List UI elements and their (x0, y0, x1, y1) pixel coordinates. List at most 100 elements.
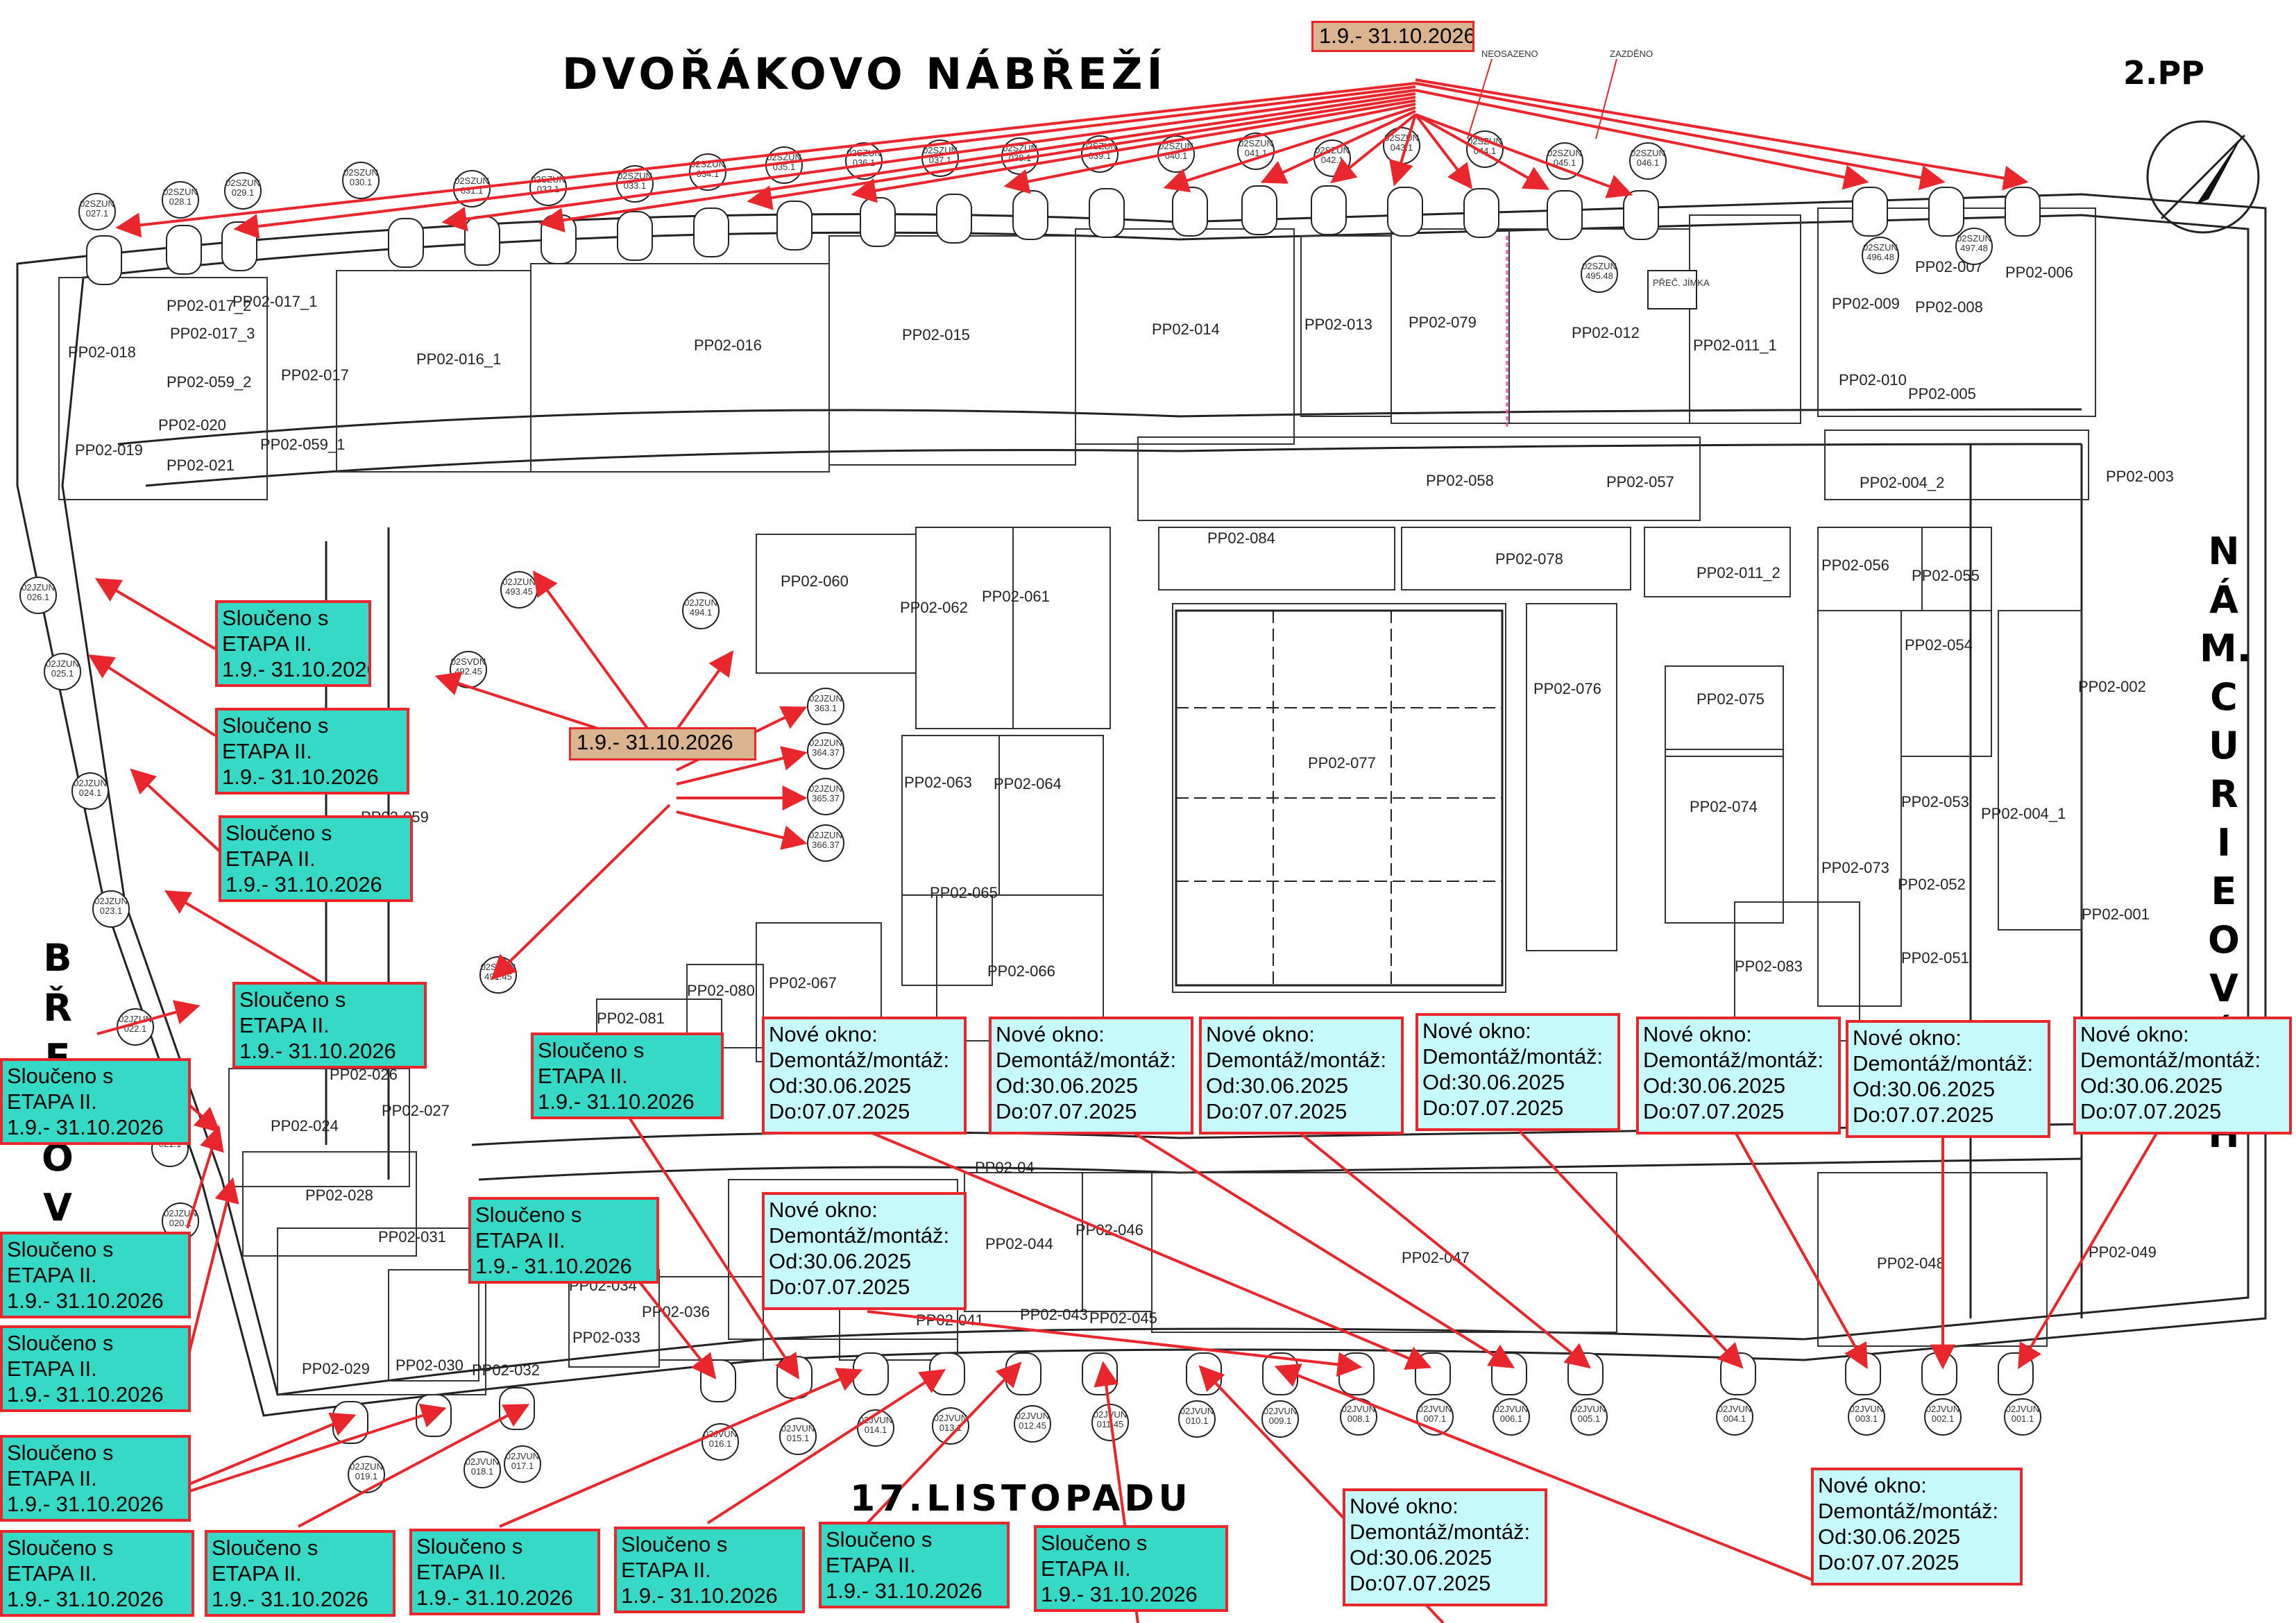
window-tag-text: 02JVUN (704, 1429, 737, 1439)
window-tag-text: 025.1 (51, 668, 74, 679)
merged-note-line: 1.9.- 31.10.2026 (538, 1089, 695, 1114)
merged-note: Sloučeno s ETAPA II. 1.9.- 31.10.2026 (232, 982, 427, 1069)
window-note-line: Demontáž/montáž: (1422, 1044, 1604, 1069)
window-tag-circle (162, 181, 199, 219)
window-note-line: Od:30.06.2025 (996, 1073, 1139, 1098)
window-tag-text: 02SZUN (1582, 261, 1617, 271)
room-label: PP02-075 (1697, 690, 1764, 708)
merged-note-line: Sloučeno s (7, 1064, 114, 1088)
merged-note-line: Sloučeno s (226, 821, 332, 845)
merged-note-line: 1.9.- 31.10.2026 (222, 765, 379, 789)
window-tag-text: 02JZUN (164, 1208, 197, 1218)
street-letter: C (2210, 675, 2238, 719)
room-label: PP02-021 (167, 457, 235, 474)
room-label: PP02-04 (975, 1159, 1035, 1176)
window-note-line: Od:30.06.2025 (1818, 1524, 1961, 1549)
street-letter: O (2208, 918, 2240, 962)
merged-note-line: 1.9.- 31.10.2026 (7, 1289, 164, 1313)
room-label: PP02-061 (982, 588, 1050, 605)
merged-note-line: ETAPA II. (212, 1561, 302, 1586)
window-tag-circle (807, 824, 844, 862)
room-label: PP02-063 (904, 774, 972, 791)
room-label: PP02-048 (1877, 1255, 1945, 1272)
merged-note-line: Sloučeno s (222, 713, 329, 738)
window-tag-text: 02JVUN (1418, 1404, 1452, 1414)
room-label: PP02-055 (1912, 567, 1980, 584)
window-note-line: Nové okno: (1853, 1026, 1962, 1050)
window-tag-text: 02JVUN (1495, 1404, 1528, 1414)
window-note-line: Nové okno: (1818, 1473, 1927, 1497)
window-tag-text: 02JVUN (466, 1456, 499, 1467)
merged-note-line: 1.9.- 31.10.2026 (621, 1583, 778, 1608)
window-tag-circle (464, 1451, 501, 1488)
room-label: PP02-032 (472, 1361, 540, 1379)
room-label: PP02-045 (1089, 1309, 1157, 1327)
window-note: Nové okno: Demontáž/montáž: Od:30.06.202… (2073, 1017, 2292, 1135)
merged-note: Sloučeno s ETAPA II. 1.9.- 31.10.2026 (0, 1232, 191, 1318)
window-tag-text: 029.1 (232, 187, 255, 198)
merged-note-line: Sloučeno s (239, 987, 346, 1012)
window-note-line: Demontáž/montáž: (769, 1223, 950, 1248)
window-tag-text: 496.48 (1866, 252, 1894, 262)
annotation-arrows (87, 58, 2159, 1623)
window-tag-circle (92, 890, 130, 928)
window-note-line: Demontáž/montáž: (996, 1048, 1177, 1072)
merged-note: Sloučeno s ETAPA II. 1.9.- 31.10.2026 (0, 1325, 191, 1412)
window-tag-circle (1014, 1405, 1051, 1443)
courtyard-grid (1175, 609, 1504, 987)
merged-note-line: ETAPA II. (7, 1263, 97, 1287)
window-tag-text: 006.1 (1500, 1413, 1523, 1424)
window-tag-text: 02JZUN (22, 582, 55, 593)
window-note-line: Od:30.06.2025 (1643, 1073, 1786, 1098)
room-label: PP02-002 (2078, 678, 2146, 695)
merged-note-line: Sloučeno s (222, 606, 329, 630)
room-label: PP02-081 (597, 1010, 665, 1027)
window-tag-text: 004.1 (1724, 1413, 1746, 1424)
room-label: PP02-043 (1020, 1306, 1088, 1323)
window-note-line: Demontáž/montáž: (1818, 1499, 1999, 1523)
merged-note-line: ETAPA II. (538, 1064, 628, 1088)
window-tag-text: 015.1 (787, 1433, 810, 1443)
window-tag-text: 02JVUN (1718, 1404, 1751, 1414)
window-note-line: Od:30.06.2025 (1206, 1073, 1349, 1098)
room-label: PP02-030 (396, 1357, 464, 1374)
window-tag-circle (348, 1456, 385, 1493)
window-tag-text: 02SVDN (481, 962, 516, 972)
merged-note: Sloučeno s ETAPA II. 1.9.- 31.10.2026 (819, 1522, 1010, 1608)
window-note: Nové okno: Demontáž/montáž: Od:30.06.202… (762, 1192, 967, 1310)
merged-note: Sloučeno s ETAPA II. 1.9.- 31.10.2026 (531, 1033, 724, 1119)
window-note-line: Nové okno: (2080, 1022, 2189, 1046)
window-tag-text: 02SZUN (1159, 141, 1193, 151)
window-tag-circle (19, 577, 57, 614)
merged-note-line: ETAPA II. (7, 1466, 97, 1490)
window-tag-text: 02JVUN (1180, 1406, 1214, 1416)
window-note-line: Do:07.07.2025 (1643, 1099, 1785, 1123)
window-tag-text: 02JZUN (809, 783, 842, 794)
window-tag-circle (1493, 1398, 1530, 1436)
window-note-line: Demontáž/montáž: (769, 1048, 950, 1072)
window-note: Nové okno: Demontáž/montáž: Od:30.06.202… (989, 1017, 1193, 1135)
room-label: PP02-031 (378, 1228, 446, 1246)
window-tag-text: 002.1 (1932, 1413, 1955, 1424)
window-tag-text: 045.1 (1554, 158, 1576, 168)
window-tag-text: 030.1 (350, 177, 373, 187)
room-label: PP02-059_1 (260, 436, 345, 453)
window-note-line: Nové okno: (1206, 1022, 1315, 1046)
window-note-line: Nové okno: (1422, 1019, 1531, 1043)
street-letter: I (2216, 821, 2231, 865)
room-label: PP02-059_2 (167, 373, 251, 391)
merged-note-line: Sloučeno s (475, 1203, 582, 1227)
street-letter: E (2211, 869, 2237, 913)
merged-note-line: Sloučeno s (621, 1532, 728, 1556)
